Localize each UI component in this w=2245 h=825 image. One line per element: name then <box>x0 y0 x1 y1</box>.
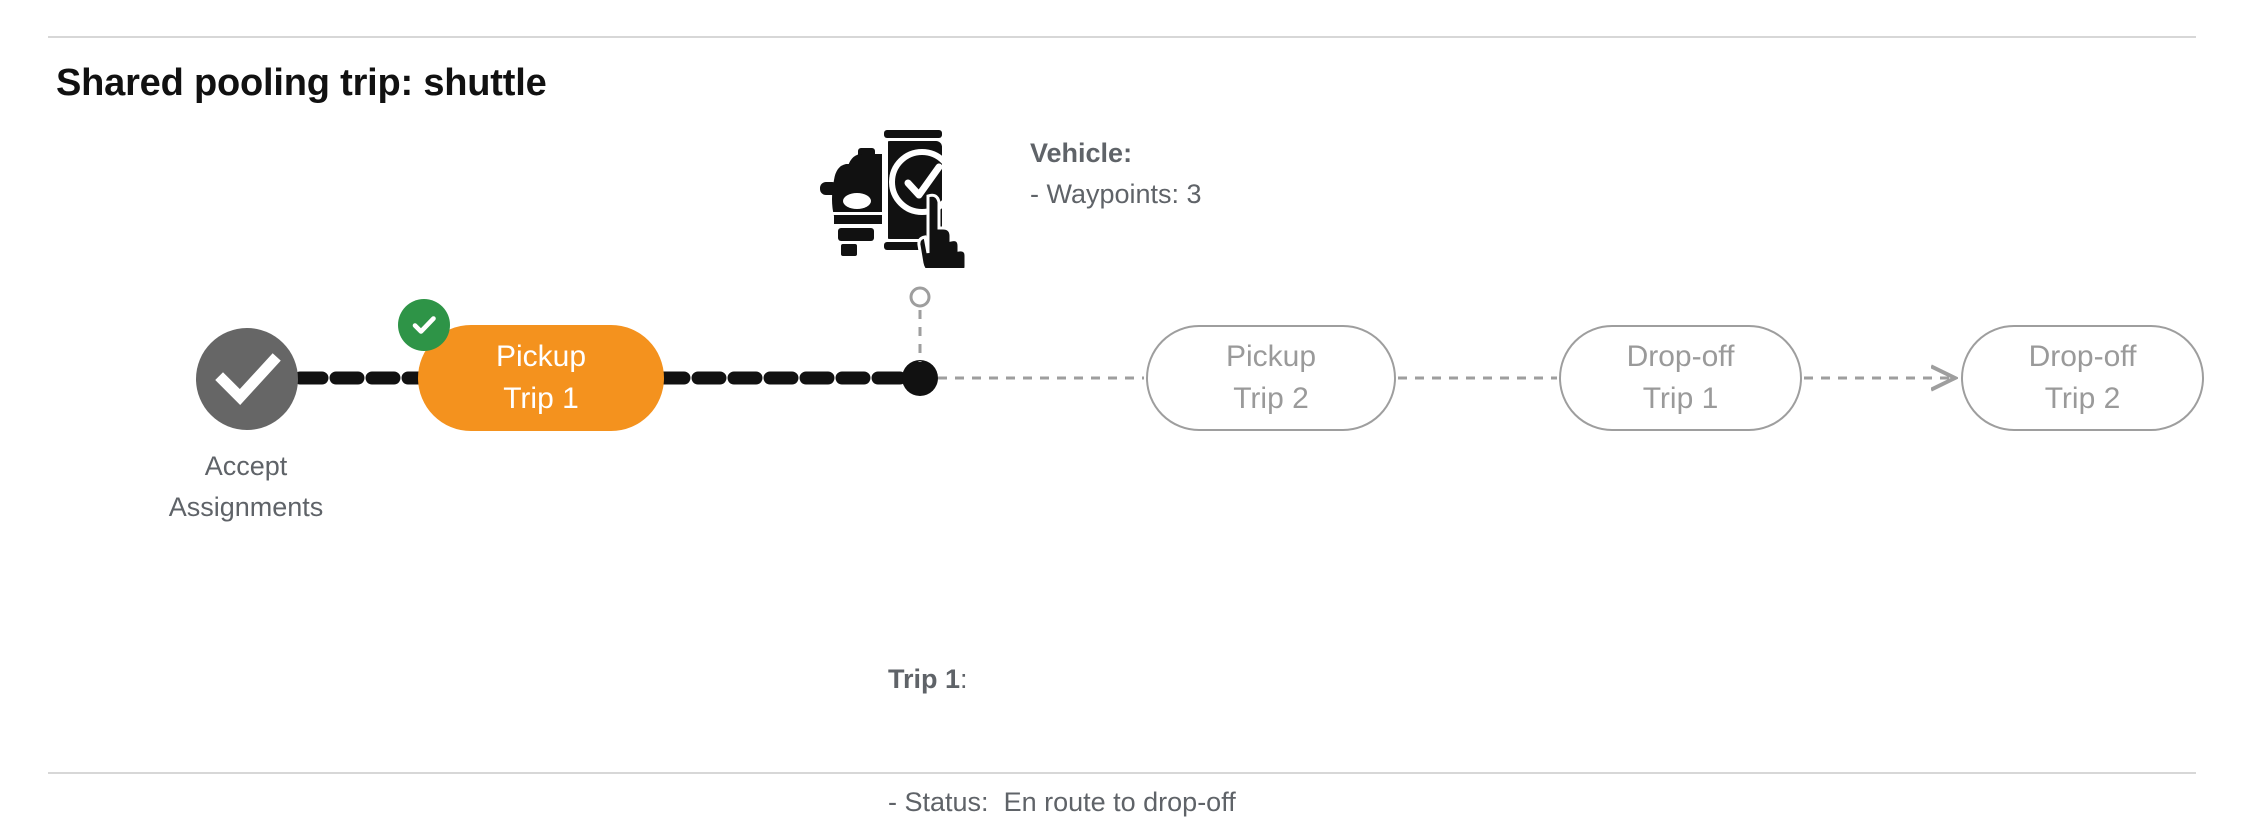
trip-1-heading: Trip 1: <box>888 659 1236 700</box>
trip-1-status: - Status: En route to drop-off <box>888 782 1236 823</box>
node-accept-assignments[interactable] <box>196 328 298 430</box>
trip-1-status-label: - Status: <box>888 787 989 817</box>
vehicle-callout-heading: Vehicle: <box>1030 133 1202 174</box>
node-dropoff-trip-2-line2: Trip 2 <box>2044 382 2121 415</box>
node-dropoff-trip-1-line2: Trip 1 <box>1642 382 1719 415</box>
top-divider <box>48 36 2196 38</box>
bottom-divider <box>48 772 2196 774</box>
node-pickup-trip-2[interactable]: Pickup Trip 2 <box>1146 325 1396 431</box>
node-pickup-trip-1-line1: Pickup <box>495 340 587 373</box>
check-icon <box>215 353 281 405</box>
node-dropoff-trip-1-line1: Drop-off <box>1626 340 1735 373</box>
node-dropoff-trip-1[interactable]: Drop-off Trip 1 <box>1559 325 1802 431</box>
vehicle-anchor-ring <box>909 286 931 308</box>
trip-1-heading-text: Trip 1 <box>888 664 961 694</box>
vehicle-callout-heading-text: Vehicle <box>1030 138 1124 168</box>
accept-label-line2: Assignments <box>168 492 324 522</box>
accept-label-line1: Accept <box>204 451 288 481</box>
trips-callout: Trip 1: - Status: En route to drop-off -… <box>888 495 1236 825</box>
vehicle-phone-check-icon <box>818 122 968 268</box>
vehicle-callout: Vehicle: - Waypoints: 3 <box>1030 133 1202 215</box>
node-dropoff-trip-2-line1: Drop-off <box>2028 340 2137 373</box>
page-title: Shared pooling trip: shuttle <box>56 62 547 104</box>
node-pickup-trip-2-line2: Trip 2 <box>1233 382 1309 415</box>
trip-1-status-value: En route to drop-off <box>1003 787 1236 817</box>
vehicle-callout-heading-colon: : <box>1123 138 1133 168</box>
node-dropoff-trip-2[interactable]: Drop-off Trip 2 <box>1961 325 2204 431</box>
current-position-dot <box>902 360 938 396</box>
check-circle-icon <box>398 299 450 351</box>
trip-1-block: Trip 1: - Status: En route to drop-off -… <box>888 577 1236 825</box>
node-pickup-trip-2-line1: Pickup <box>1225 340 1317 373</box>
vehicle-callout-waypoints: - Waypoints: 3 <box>1030 179 1202 209</box>
node-pickup-trip-1-line2: Trip 1 <box>503 382 579 415</box>
check-icon <box>412 316 436 334</box>
trip-1-heading-colon: : <box>960 664 968 694</box>
node-accept-assignments-label: Accept Assignments <box>96 446 396 528</box>
node-pickup-trip-1[interactable]: Pickup Trip 1 <box>418 325 664 431</box>
